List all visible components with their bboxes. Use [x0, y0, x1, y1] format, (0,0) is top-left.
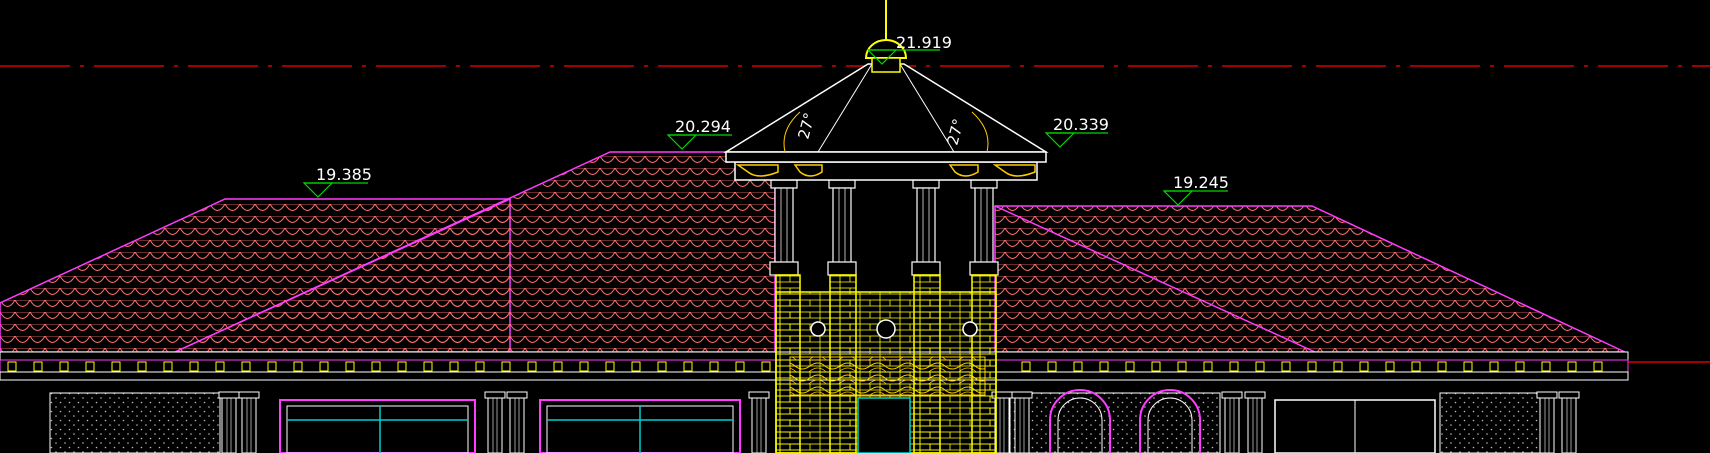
- angle-arc-left: [783, 111, 801, 153]
- elevation-markers: [302, 49, 1228, 206]
- brick-pier-3: [913, 274, 941, 453]
- tower-beam: [734, 161, 1038, 181]
- elevation-label-20339: 20.339: [1053, 115, 1109, 134]
- lower-columns: [218, 391, 1580, 453]
- column: [748, 391, 770, 453]
- tower-roof-ridge-right: [899, 63, 955, 153]
- tower-column: [769, 179, 799, 276]
- elevation-marker: [1044, 132, 1108, 148]
- eave-modillions: [7, 361, 1603, 372]
- column: [506, 391, 528, 453]
- brick-pier-4: [971, 274, 997, 453]
- column: [1558, 391, 1580, 453]
- column: [1536, 391, 1558, 453]
- column: [218, 391, 240, 453]
- right-hip-roof: [994, 205, 1626, 353]
- tower-column: [827, 179, 857, 276]
- arched-window-1: [1049, 389, 1111, 453]
- tower-brackets: [735, 164, 1036, 177]
- elevation-label-20294: 20.294: [675, 117, 731, 136]
- brick-pier-1: [775, 274, 801, 453]
- elevation-label-19245: 19.245: [1173, 173, 1229, 192]
- tower-pyramid-roof: [723, 63, 1049, 153]
- window-left: [279, 399, 476, 453]
- brick-pier-2: [829, 274, 857, 453]
- tower-roof-ridge-left: [817, 63, 873, 153]
- tower-column: [969, 179, 999, 276]
- elevation-marker: [866, 49, 940, 65]
- column: [1244, 391, 1266, 453]
- elevation-marker: [302, 182, 368, 198]
- window-center: [539, 399, 741, 453]
- arched-window-2: [1139, 389, 1201, 453]
- middle-roof-hip-line: [174, 198, 511, 353]
- column: [1221, 391, 1243, 453]
- wall-right: [1439, 392, 1551, 453]
- window-right: [1274, 399, 1436, 453]
- right-roof-hip-line: [994, 205, 1316, 353]
- wall-center-right: [1009, 392, 1221, 453]
- elevation-marker: [1162, 190, 1228, 206]
- tower-column: [911, 179, 941, 276]
- tower-columns: [769, 179, 999, 276]
- tower-roof-base: [725, 151, 1047, 163]
- elevation-label-21919: 21.919: [896, 33, 952, 52]
- wall-left: [49, 392, 221, 453]
- elevation-label-19385: 19.385: [316, 165, 372, 184]
- column: [484, 391, 506, 453]
- tower-door: [857, 397, 911, 453]
- angle-arc-right: [971, 111, 989, 153]
- column: [1011, 391, 1033, 453]
- tower-wood-panel: [789, 356, 986, 396]
- elevation-marker: [666, 134, 732, 150]
- column: [238, 391, 260, 453]
- round-vents: [810, 319, 978, 339]
